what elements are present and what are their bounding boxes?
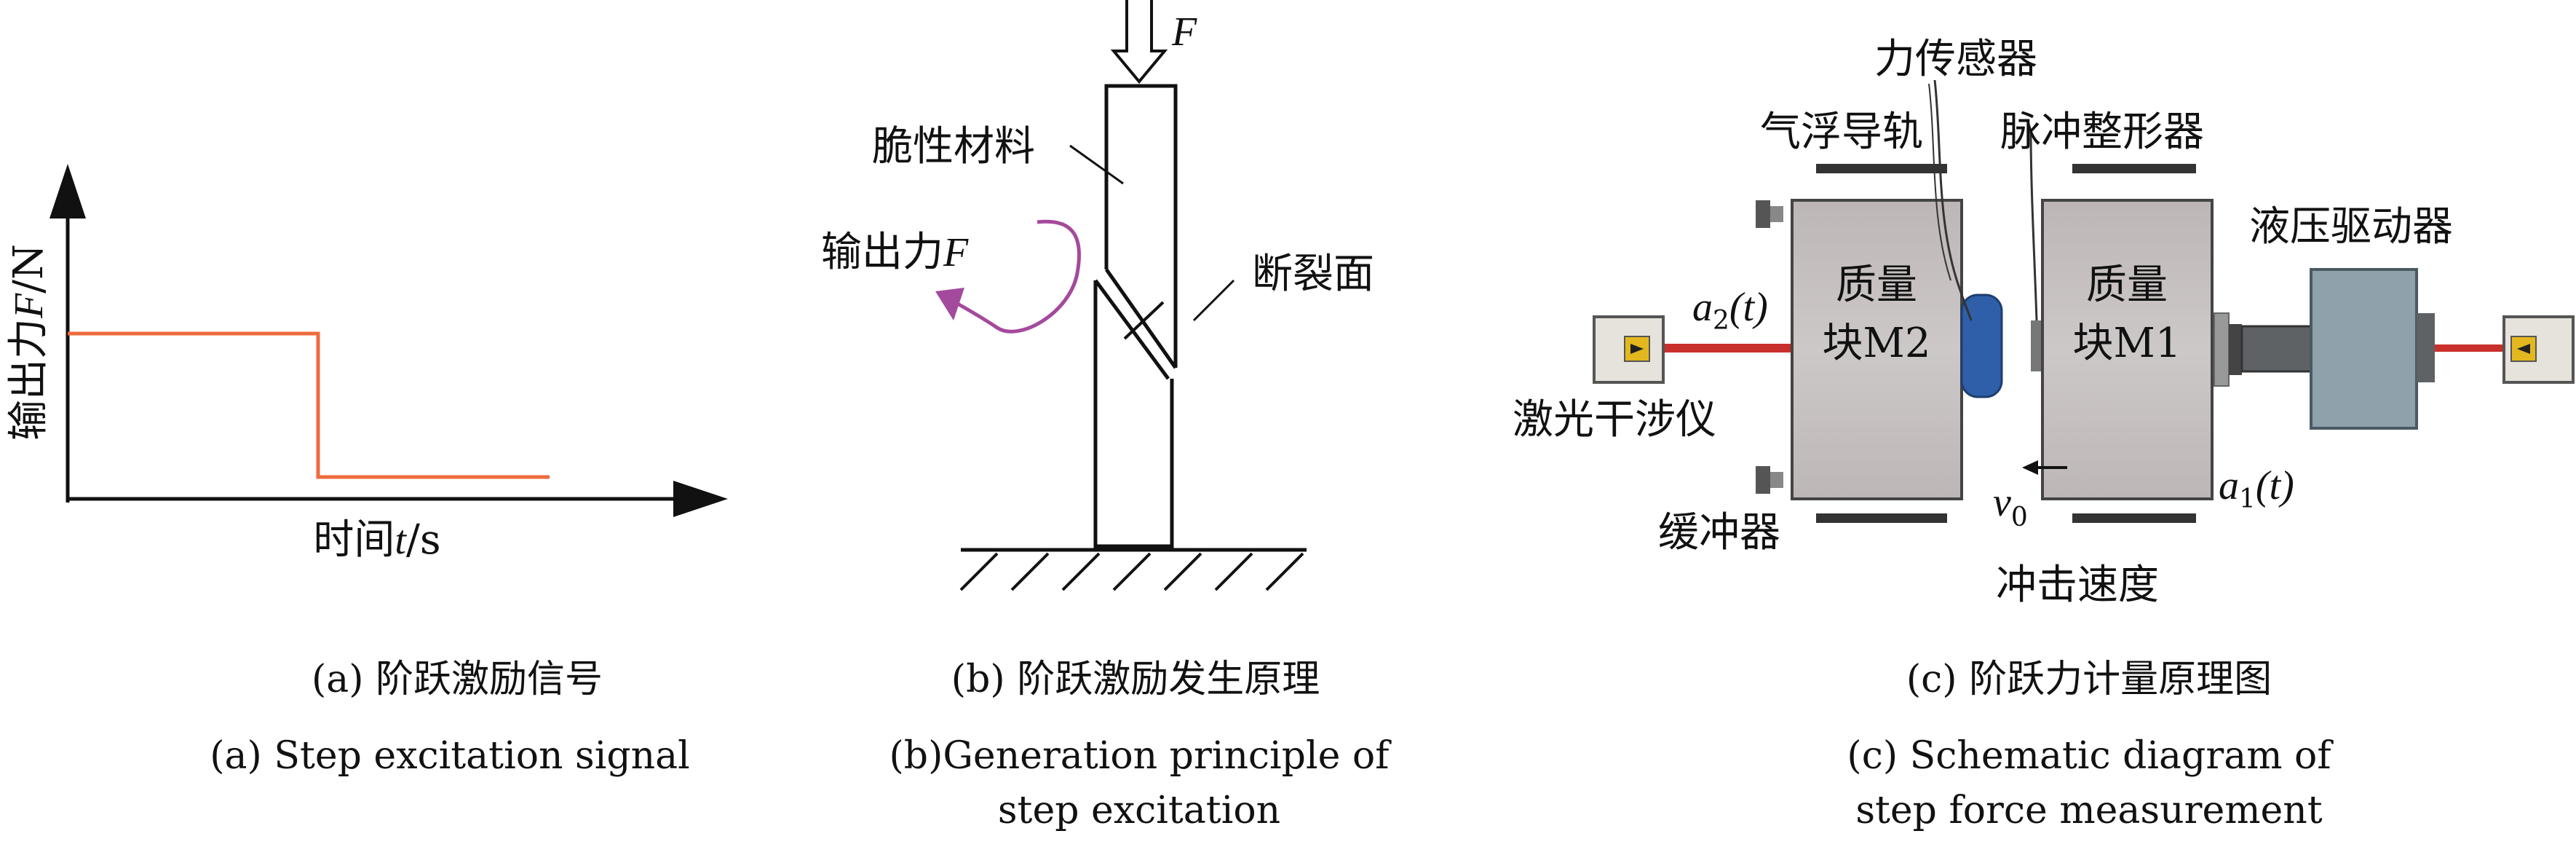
fracture-cross <box>1123 301 1165 340</box>
caption-c-en-line2: step force measurement <box>1855 789 2322 832</box>
output-force-arrow <box>941 219 1082 334</box>
driver-rod <box>2240 325 2313 373</box>
x-axis-arrow <box>673 481 728 517</box>
air-rail-label: 气浮导轨 <box>1760 109 1923 156</box>
fracture-upper-edge <box>1104 268 1178 369</box>
air-rail-bottom-right <box>2072 513 2196 523</box>
caption-a-en: (a) Step excitation signal <box>210 734 690 778</box>
hydraulic-driver-label: 液压驱动器 <box>2249 203 2453 251</box>
output-force-arrowhead <box>935 288 964 320</box>
mass-m2-label-line1: 质量 <box>1836 261 1917 309</box>
mass-m2-label-line2: 块M2 <box>1823 320 1931 367</box>
pulse-shaper-label: 脉冲整形器 <box>2000 109 2204 156</box>
panel-a: 输出力F/N 时间t/s (a) 阶跃激励信号 (a) Step excitat… <box>5 164 728 778</box>
force-label: F <box>1171 9 1197 55</box>
panel-b: F 脆性材料 断裂面 输出力F (b <box>821 0 1392 832</box>
mass-block-m1 <box>2041 199 2214 500</box>
a2-label: a2(t) <box>1692 285 1768 336</box>
force-sensor <box>1960 294 2003 398</box>
buffer-label: 缓冲器 <box>1658 509 1780 556</box>
air-rail-bottom-left <box>1816 513 1947 523</box>
caption-a-zh: (a) 阶跃激励信号 <box>312 658 603 701</box>
laser-interferometer-left <box>1593 315 1665 384</box>
caption-b-zh: (b) 阶跃激励发生原理 <box>951 658 1320 701</box>
caption-c-en-line1: (c) Schematic diagram of <box>1847 734 2334 778</box>
caption-c-zh: (c) 阶跃力计量原理图 <box>1906 658 2272 701</box>
step-signal-line <box>68 331 550 479</box>
force-arrow <box>1110 0 1168 84</box>
material-label: 脆性材料 <box>872 123 1035 170</box>
hydraulic-driver <box>2310 268 2418 430</box>
mass-m1-label-line2: 块M1 <box>2073 320 2181 367</box>
laser-interferometer-right <box>2502 315 2575 384</box>
driver-coupling <box>2214 312 2230 387</box>
panel-c: 力传感器 气浮导轨 脉冲整形器 液压驱动器 质量 块M2 质量 块M1 a2(t… <box>1513 36 2575 832</box>
y-axis-label: 输出力F/N <box>5 244 52 441</box>
air-rail-top-right <box>2072 164 2196 173</box>
ground-hatch <box>959 552 1304 591</box>
fracture-lower-edge <box>1093 279 1170 380</box>
material-upper <box>1104 84 1178 368</box>
impact-velocity-label: 冲击速度 <box>1996 562 2159 609</box>
velocity-arrow <box>2022 460 2038 475</box>
buffer-top <box>1756 200 1783 228</box>
force-sensor-label: 力传感器 <box>1874 36 2037 83</box>
caption-b-en-line1: (b)Generation principle of <box>889 734 1392 778</box>
laser-interferometer-label: 激光干涉仪 <box>1513 396 1716 444</box>
mass-block-m2 <box>1791 199 1963 500</box>
material-lower <box>1093 280 1174 548</box>
x-axis-label: 时间t/s <box>313 516 440 564</box>
fracture-label: 断裂面 <box>1252 251 1374 298</box>
y-axis-arrow <box>49 164 86 218</box>
pulse-shaper <box>2031 320 2042 371</box>
a1-label: a1(t) <box>2219 463 2294 514</box>
buffer-bottom <box>1756 466 1783 494</box>
caption-b-en-line2: step excitation <box>998 789 1280 832</box>
v0-label: v0 <box>1993 480 2028 532</box>
output-force-label: 输出力F <box>821 229 969 276</box>
mass-m1-label-line1: 质量 <box>2086 261 2168 309</box>
air-rail-top-left <box>1816 164 1947 173</box>
